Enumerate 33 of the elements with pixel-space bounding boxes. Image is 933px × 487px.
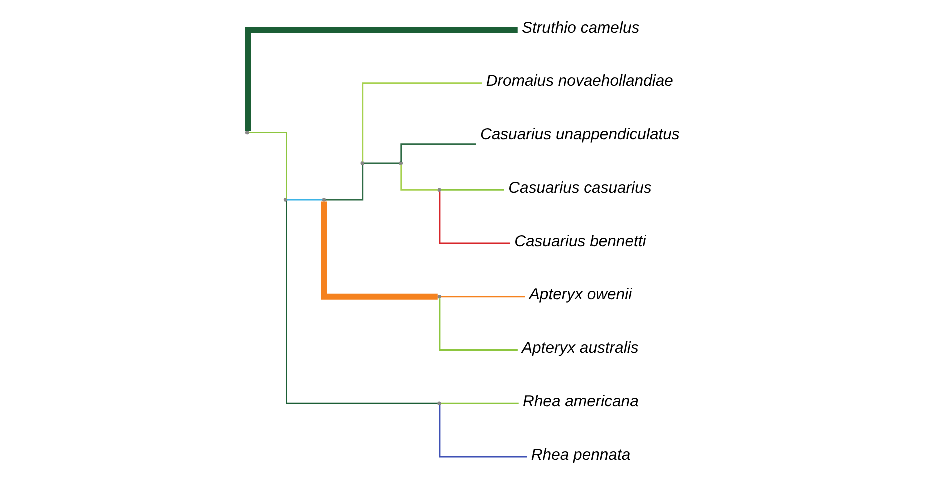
connector (400, 144, 476, 162)
connector (249, 132, 288, 199)
connector (439, 298, 518, 351)
node-point (284, 198, 288, 202)
connector (362, 82, 482, 162)
connector (441, 296, 526, 298)
node-text: Casuarius casuarius (508, 180, 652, 197)
connector (439, 405, 528, 458)
node-text: Dromaius novaehollandiae (486, 73, 674, 90)
connector (441, 189, 504, 191)
connector (321, 202, 438, 300)
node-point (322, 198, 326, 202)
connector (287, 199, 323, 201)
node-text: Struthio camelus (522, 20, 640, 37)
connector (400, 164, 438, 191)
node-point (245, 130, 250, 135)
connector (439, 192, 510, 244)
node-point (438, 294, 442, 299)
node-text: Casuarius bennetti (514, 233, 646, 250)
connector (364, 162, 400, 164)
node-text: Apteryx australis (522, 340, 639, 358)
node-point (399, 162, 403, 166)
node-point (360, 162, 365, 166)
node-point (438, 188, 442, 192)
node-text: Rhea americana (522, 393, 639, 410)
node-point (438, 402, 442, 406)
connector (286, 201, 438, 404)
connector (245, 27, 518, 132)
node-text: Apteryx owenii (529, 286, 632, 304)
node-text: Casuarius unappendiculatus (480, 126, 680, 144)
connector (441, 402, 519, 404)
node-text: Rhea pennata (531, 446, 631, 464)
connector (326, 165, 364, 201)
